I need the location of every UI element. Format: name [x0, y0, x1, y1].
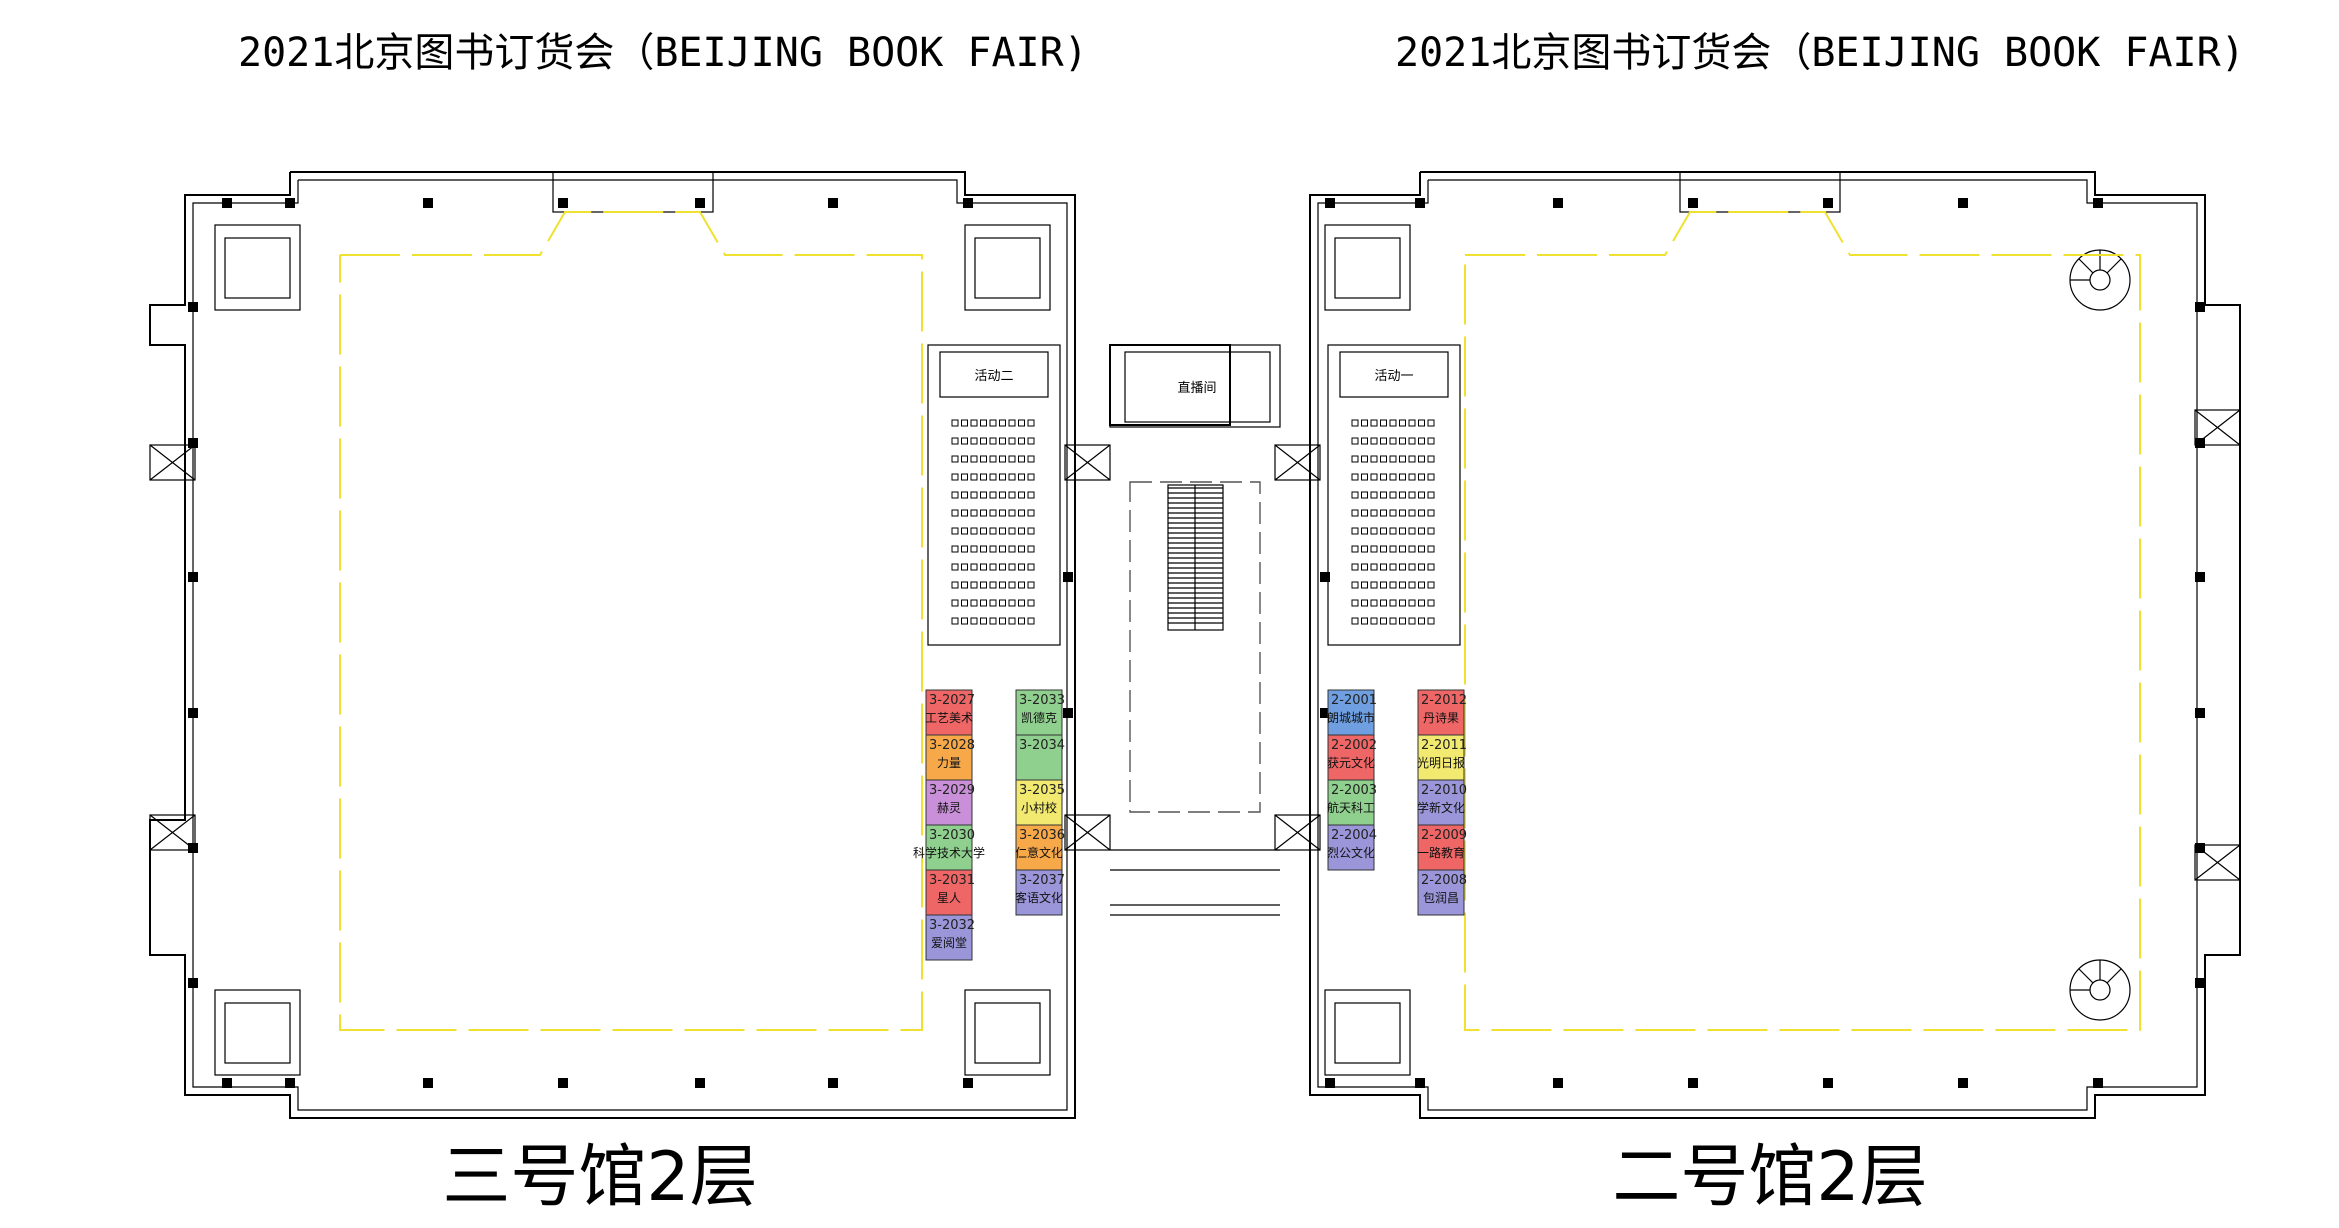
booth-code: 2-2011: [1421, 738, 1467, 753]
booth-code: 3-2037: [1019, 873, 1065, 888]
booth-2-2011[interactable]: 2-2011 光明日报: [1417, 734, 1467, 781]
booth-3-2029[interactable]: 3-2029 赫灵: [925, 779, 975, 826]
booth-2-2004[interactable]: 2-2004 烈公文化: [1327, 824, 1377, 871]
broadcast-room: [1109, 344, 1281, 428]
header-right: 2021北京图书订货会（BEIJING BOOK FAIR): [1395, 30, 2245, 76]
booth-exhibitor: 爱阅堂: [931, 936, 967, 950]
booth-2-2009[interactable]: 2-2009 一路教育: [1417, 824, 1467, 871]
booth-box[interactable]: [1327, 689, 1375, 736]
booth-exhibitor: 获元文化: [1327, 755, 1375, 770]
booth-box[interactable]: [1015, 869, 1063, 916]
booth-box[interactable]: [1327, 779, 1375, 826]
booths-hall2-column2: 2-2012丹诗果2-2011光明日报2-2010学新文化2-2009一路教育2…: [1417, 689, 1467, 916]
booth-3-2028[interactable]: 3-2028 力量: [925, 734, 975, 781]
booth-3-2031[interactable]: 3-2031 星人: [925, 869, 975, 916]
booth-box[interactable]: [1417, 869, 1465, 916]
booth-exhibitor: 仁意文化: [1015, 845, 1063, 860]
center-staircase: [1168, 485, 1223, 630]
booth-code: 3-2029: [929, 783, 975, 798]
seating-grid-left: [951, 419, 1035, 625]
activity-room-2: [927, 344, 1061, 646]
booth-3-2033[interactable]: 3-2033 凯德克: [1015, 689, 1065, 736]
booth-exhibitor: 航天科工: [1327, 800, 1375, 815]
booth-2-2003[interactable]: 2-2003 航天科工: [1327, 779, 1377, 826]
header-left: 2021北京图书订货会（BEIJING BOOK FAIR): [238, 30, 1088, 76]
booth-exhibitor: 光明日报: [1417, 755, 1465, 770]
booth-code: 3-2032: [929, 918, 975, 933]
hall-3-label: 三号馆2层: [442, 1138, 757, 1217]
booth-code: 3-2035: [1019, 783, 1065, 798]
booth-code: 2-2004: [1331, 828, 1377, 843]
booth-code: 3-2036: [1019, 828, 1065, 843]
booth-code: 2-2003: [1331, 783, 1377, 798]
activity-room-1-label: 活动一: [1374, 369, 1413, 384]
booth-3-2037[interactable]: 3-2037 客语文化: [1015, 869, 1065, 916]
booth-box[interactable]: [1327, 734, 1375, 781]
booth-2-2001[interactable]: 2-2001 朗城城市: [1327, 689, 1377, 736]
booth-code: 3-2034: [1019, 738, 1065, 753]
booth-code: 3-2027: [929, 693, 975, 708]
activity-room-2-label: 活动二: [974, 369, 1013, 384]
booth-box[interactable]: [925, 824, 973, 871]
booth-3-2032[interactable]: 3-2032 爱阅堂: [925, 914, 975, 961]
booth-exhibitor: 凯德克: [1021, 710, 1057, 725]
booth-code: 3-2031: [929, 873, 975, 888]
booth-box[interactable]: [1327, 824, 1375, 871]
booth-code: 3-2028: [929, 738, 975, 753]
booths-hall2-column1: 2-2001 朗城城市 2-2002 获元文化 2-2003 航天科工 2-2004 烈公文化: [1327, 689, 1377, 871]
hall-3-floor-2: 活动二: [149, 171, 1111, 1119]
booth-exhibitor: 朗城城市: [1327, 710, 1375, 725]
booth-exhibitor: 一路教育: [1417, 845, 1465, 860]
seating-grid-right: [1351, 419, 1435, 625]
booth-box[interactable]: [925, 734, 973, 781]
booth-box[interactable]: [1015, 779, 1063, 826]
booth-exhibitor: 工艺美术: [925, 711, 973, 725]
booth-2-2010[interactable]: 2-2010 学新文化: [1417, 779, 1467, 826]
booth-code: 3-2030: [929, 828, 975, 843]
booth-exhibitor: 包润昌: [1423, 891, 1459, 905]
center-corridor: 直播间: [1109, 344, 1281, 916]
booth-box[interactable]: [1417, 779, 1465, 826]
booth-code: 2-2009: [1421, 828, 1467, 843]
booth-code: 2-2012: [1421, 693, 1467, 708]
booth-3-2034[interactable]: 3-2034: [1015, 734, 1065, 781]
booth-3-2036[interactable]: 3-2036 仁意文化: [1015, 824, 1065, 871]
booth-3-2035[interactable]: 3-2035 小村校: [1015, 779, 1065, 826]
booth-code: 2-2008: [1421, 873, 1467, 888]
booth-exhibitor: 学新文化: [1417, 800, 1465, 815]
booths-hall3-column2: 3-2033 凯德克 3-2034 3-2035 小村校 3-2036 仁意文化 3-2037…: [1015, 689, 1065, 916]
booth-code: 3-2033: [1019, 693, 1065, 708]
hall-2-label: 二号馆2层: [1612, 1138, 1927, 1217]
booth-code: 2-2010: [1421, 783, 1467, 798]
booth-exhibitor: 科学技术大学: [913, 845, 985, 860]
booth-box[interactable]: [1015, 734, 1063, 781]
booth-3-2027[interactable]: 3-2027 工艺美术: [925, 689, 975, 736]
booth-code: 2-2002: [1331, 738, 1377, 753]
booth-exhibitor: 烈公文化: [1327, 845, 1375, 860]
booth-exhibitor: 星人: [937, 891, 961, 905]
broadcast-room-label: 直播间: [1177, 381, 1216, 396]
booth-2-2002[interactable]: 2-2002 获元文化: [1327, 734, 1377, 781]
booths-hall3-column1: 3-2027工艺美术3-2028力量3-2029赫灵3-2030科学技术大学3-…: [913, 689, 985, 961]
booth-exhibitor: 客语文化: [1015, 890, 1063, 905]
booth-code: 2-2001: [1331, 693, 1377, 708]
booth-exhibitor: 丹诗果: [1423, 711, 1459, 725]
hall-2-floor-2: 活动一: [1274, 171, 2241, 1119]
booth-2-2012[interactable]: 2-2012 丹诗果: [1417, 689, 1467, 736]
booth-exhibitor: 小村校: [1021, 800, 1057, 815]
booth-box[interactable]: [925, 914, 973, 961]
booth-exhibitor: 赫灵: [937, 801, 961, 815]
booth-2-2008[interactable]: 2-2008 包润昌: [1417, 869, 1467, 916]
booth-3-2030[interactable]: 3-2030 科学技术大学: [913, 824, 985, 871]
activity-room-1: [1327, 344, 1461, 646]
booth-box[interactable]: [1417, 824, 1465, 871]
booth-exhibitor: 力量: [937, 756, 961, 770]
booth-box[interactable]: [1417, 734, 1465, 781]
